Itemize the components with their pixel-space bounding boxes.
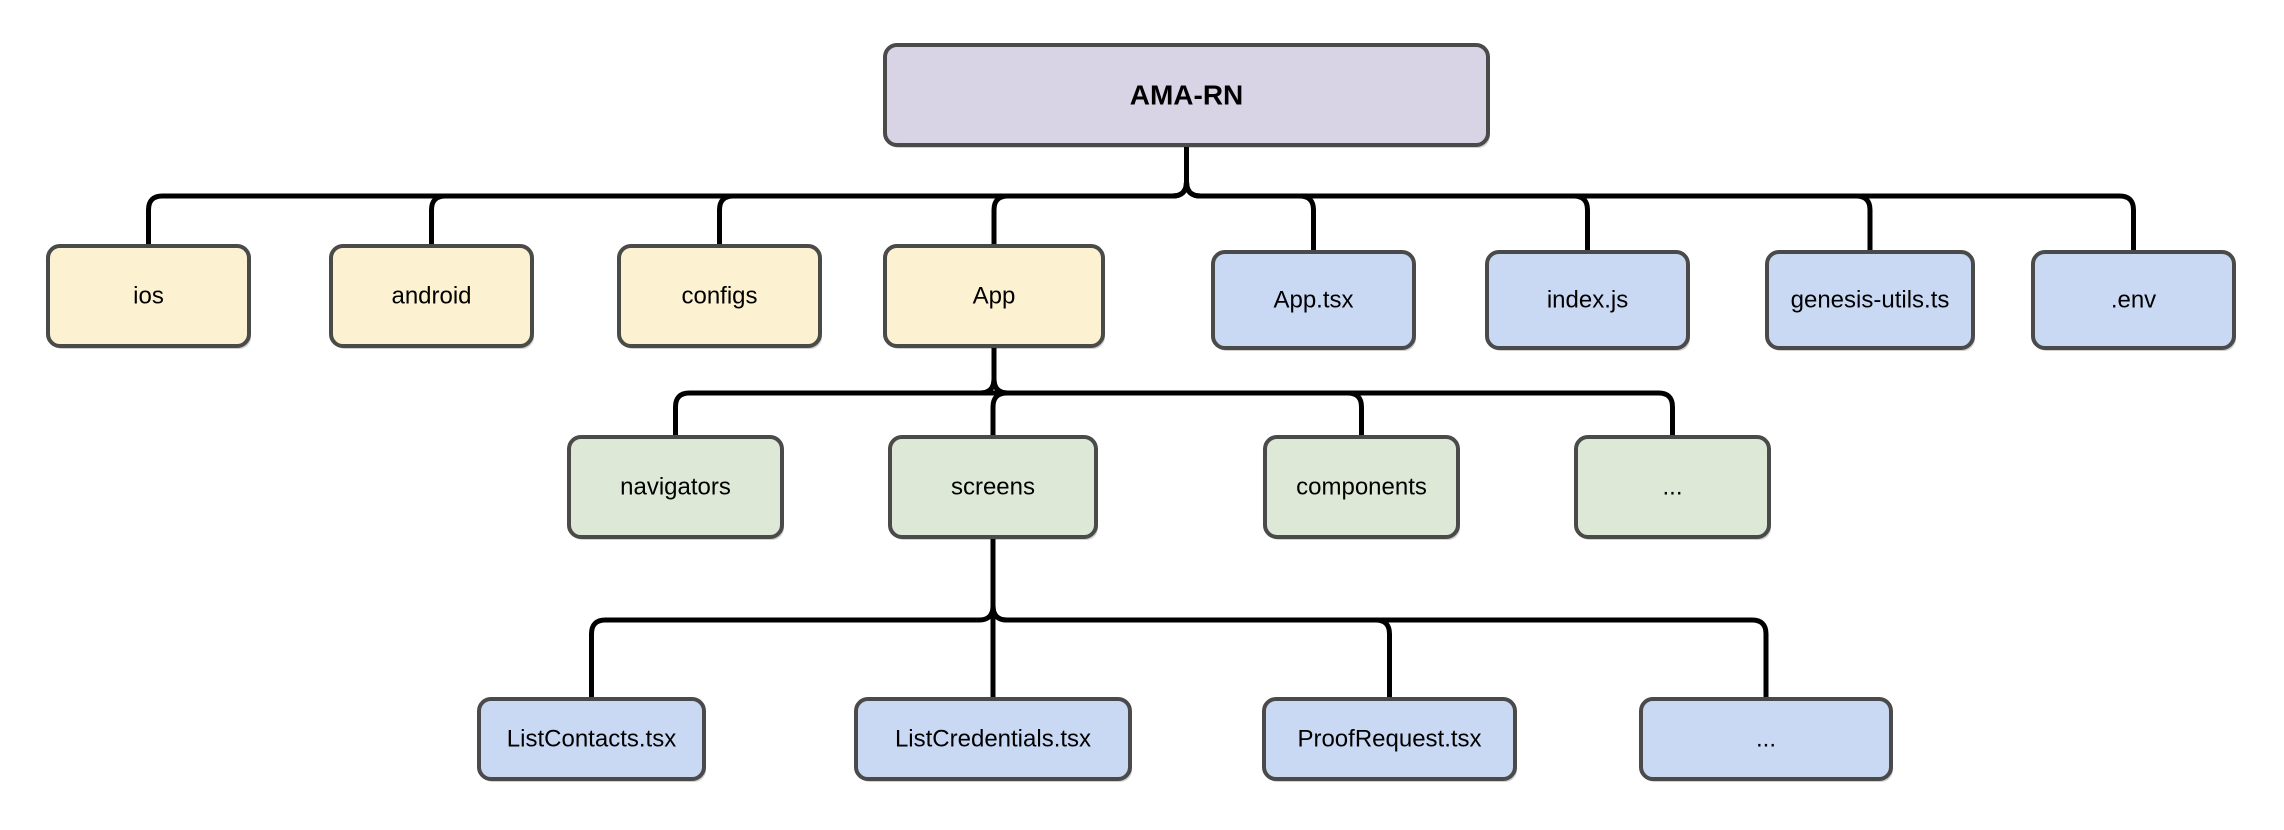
node-label: navigators [620,474,731,501]
node-box [1639,697,1893,781]
connector-root-to-app [991,145,1189,246]
connector-root-to-env [1184,145,2136,252]
folder-node-navigators: navigators [567,435,784,540]
connector-screens-to-ellipsis-3 [990,537,1769,699]
node-label: index.js [1547,287,1628,314]
node-label: ios [133,283,164,310]
node-label: App [973,283,1016,310]
node-box [2031,250,2236,350]
node-label: screens [951,474,1035,501]
node-label: configs [681,283,757,310]
file-node-genesis-utils-ts: genesis-utils.ts [1765,250,1975,351]
node-box [888,435,1098,539]
folder-node-ios: ios [46,244,251,349]
folder-node-app: App [883,244,1105,349]
node-box [883,43,1490,147]
node-label: ListContacts.tsx [507,726,676,753]
folder-node-screens: screens [888,435,1098,540]
node-box [567,435,784,539]
node-label: ProofRequest.tsx [1297,726,1481,753]
file-node-proofrequest-tsx: ProofRequest.tsx [1262,697,1517,782]
node-box [883,244,1105,348]
connector-app-to-navigators-0 [673,346,997,437]
node-box [46,244,251,348]
file-node-ellipsis-3: ... [1639,697,1893,782]
node-label: android [391,283,471,310]
file-node-index-js: index.js [1485,250,1690,351]
file-node-listcredentials-tsx: ListCredentials.tsx [854,697,1132,782]
node-box [1262,697,1517,781]
connectors [146,145,2136,699]
node-label: .env [2111,287,2156,314]
node-box [1765,250,1975,350]
node-label: App.tsx [1273,287,1353,314]
node-box [854,697,1132,781]
node-box [477,697,706,781]
node-label: ... [1756,726,1776,753]
nodes: AMA-RN ios android configs App App.tsx index.j… [46,43,2236,782]
node-label: ListCredentials.tsx [895,726,1091,753]
connector-screens-to-listcontacts-tsx-0 [589,537,996,699]
folder-node-ellipsis-3: ... [1574,435,1771,540]
node-box [1211,250,1416,350]
file-node-listcontacts-tsx: ListContacts.tsx [477,697,706,782]
node-label: AMA-RN [1130,80,1244,111]
file-node-app-tsx: App.tsx [1211,250,1416,351]
node-box [1574,435,1771,539]
node-box [617,244,822,348]
file-node-env: .env [2031,250,2236,351]
node-box [329,244,534,348]
root-node-ama-rn: AMA-RN [883,43,1490,148]
node-label: genesis-utils.ts [1791,287,1950,314]
node-box [1485,250,1690,350]
connector-app-to-ellipsis-3 [991,346,1675,437]
node-box [1263,435,1460,539]
folder-node-configs: configs [617,244,822,349]
node-label: ... [1662,474,1682,501]
node-label: components [1296,474,1427,501]
folder-node-components: components [1263,435,1460,540]
folder-node-android: android [329,244,534,349]
